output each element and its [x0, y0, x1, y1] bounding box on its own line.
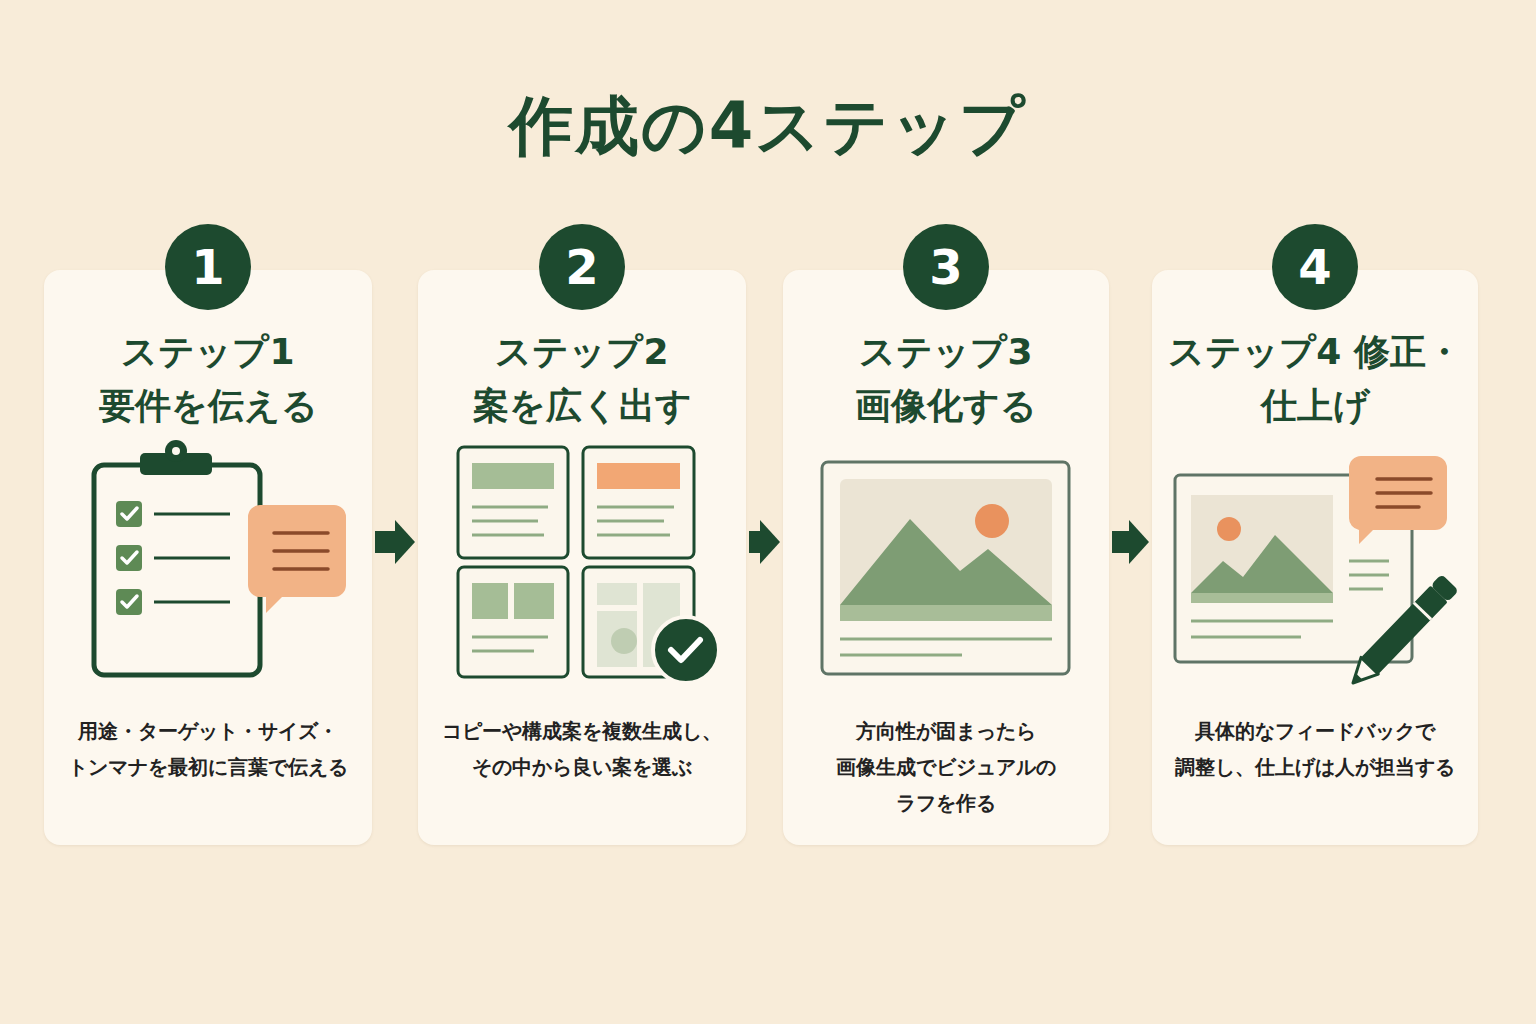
step-number-badge: 3 [903, 224, 989, 310]
step-number-badge: 1 [165, 224, 251, 310]
step-number-badge: 4 [1272, 224, 1358, 310]
badge-circle-shape [539, 224, 625, 310]
step-description: 具体的なフィードバックで 調整し、仕上げは人が担当する [1164, 713, 1466, 785]
badge-circle-shape [903, 224, 989, 310]
step-heading: ステップ3 画像化する [796, 325, 1096, 433]
step-number: 2 [565, 243, 598, 291]
step-description: 用途・ターゲット・サイズ・ トンマナを最初に言葉で伝える [56, 713, 360, 785]
image-illustration [782, 433, 1110, 693]
arrow-head [395, 520, 415, 564]
arrow-head [760, 520, 780, 564]
diagram-title: 作成の4ステップ [0, 88, 1536, 165]
step-description: コピーや構成案を複数生成し、 その中から良い案を選ぶ [430, 713, 734, 785]
flow-arrow [1112, 520, 1149, 564]
step-number: 3 [929, 243, 962, 291]
arrow-shaft [375, 531, 397, 553]
step-description: 方向性が固まったら 画像生成でビジュアルの ラフを作る [795, 713, 1097, 821]
step-heading: ステップ2 案を広く出す [432, 325, 732, 433]
step-heading: ステップ1 要件を伝える [58, 325, 358, 433]
drafts-illustration [418, 433, 746, 693]
badge-circle-shape [165, 224, 251, 310]
flow-arrow [749, 520, 780, 564]
step-number: 4 [1298, 243, 1331, 291]
step-card: ステップ1 要件を伝える 用途・ターゲット・サイズ・ トンマナを最初に言葉で伝え… [44, 270, 372, 845]
step-number-badge: 2 [539, 224, 625, 310]
arrow-head [1129, 520, 1149, 564]
revision-illustration [1151, 433, 1479, 693]
flow-arrow [375, 520, 415, 564]
step-card: ステップ4 修正・仕上げ 具体的なフィードバックで 調整し、仕上げは人が担当する… [1152, 270, 1478, 845]
step-number: 1 [191, 243, 224, 291]
step-heading: ステップ4 修正・仕上げ [1165, 325, 1465, 433]
arrow-shaft [1112, 531, 1131, 553]
step-card: ステップ2 案を広く出す コピーや構成案を複数生成し、 その中から良い案を選ぶ2 [418, 270, 746, 845]
badge-circle-shape [1272, 224, 1358, 310]
step-card: ステップ3 画像化する 方向性が固まったら 画像生成でビジュアルの ラフを作る3 [783, 270, 1109, 845]
clipboard-illustration [44, 433, 372, 693]
